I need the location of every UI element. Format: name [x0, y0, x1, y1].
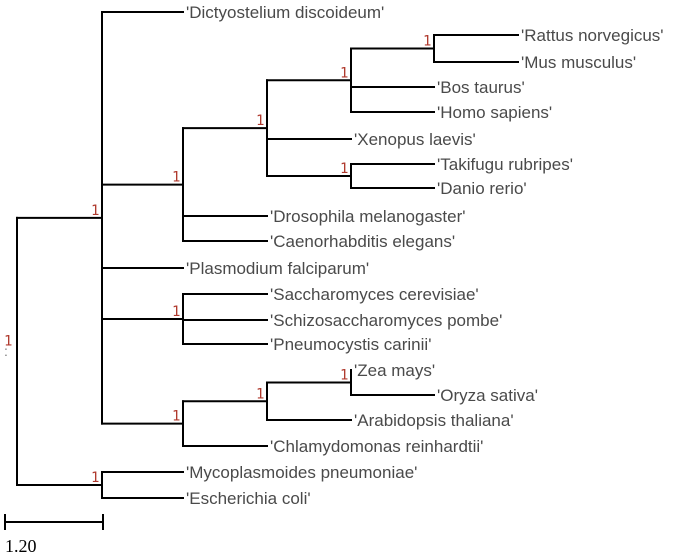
support-values: 1 1 1 1 1 1 1 1 1 1 1 1 — [4, 34, 431, 487]
leaf-label: 'Rattus norvegicus' — [521, 26, 664, 45]
support-value: 1 — [91, 470, 99, 486]
leaf-label: 'Zea mays' — [354, 361, 435, 380]
leaf-label: 'Mycoplasmoides pneumoniae' — [186, 463, 417, 482]
leaf-label: 'Caenorhabditis elegans' — [270, 232, 455, 251]
leaf-label: 'Bos taurus' — [437, 78, 525, 97]
leaf-label: 'Schizosaccharomyces pombe' — [270, 311, 502, 330]
support-value: 1 — [340, 368, 348, 384]
support-value: 1 — [340, 161, 348, 177]
scale-bar-label: 1.20 — [5, 536, 37, 556]
leaf-label: 'Oryza sativa' — [437, 386, 538, 405]
support-value: 1 — [172, 170, 180, 186]
leaf-label: 'Homo sapiens' — [437, 103, 552, 122]
leaf-label: 'Mus musculus' — [521, 53, 636, 72]
leaf-label: 'Danio rerio' — [437, 179, 527, 198]
support-value: 1 — [91, 203, 99, 219]
support-value: 1 — [4, 333, 12, 349]
leaf-label: 'Xenopus laevis' — [354, 130, 476, 149]
support-value: 1 — [423, 34, 431, 50]
leaf-labels: 'Dictyostelium discoideum' 'Rattus norveg… — [186, 3, 664, 508]
leaf-label: 'Saccharomyces cerevisiae' — [270, 285, 479, 304]
support-value: 1 — [172, 409, 180, 425]
support-value: 1 — [256, 113, 264, 129]
leaf-label: 'Chlamydomonas reinhardtii' — [270, 437, 483, 456]
support-value: 1 — [340, 65, 348, 81]
branches — [16, 11, 519, 499]
leaf-label: 'Takifugu rubripes' — [437, 155, 573, 174]
scale-bar: 1.20 — [4, 514, 104, 556]
leaf-label: 'Dictyostelium discoideum' — [186, 3, 384, 22]
leaf-label: 'Pneumocystis carinii' — [270, 335, 431, 354]
leaf-label: 'Arabidopsis thaliana' — [354, 411, 514, 430]
root-marker: : — [4, 343, 8, 359]
leaf-label: 'Escherichia coli' — [186, 489, 311, 508]
support-value: 1 — [172, 304, 180, 320]
leaf-label: 'Plasmodium falciparum' — [186, 259, 369, 278]
leaf-label: 'Drosophila melanogaster' — [270, 207, 465, 226]
support-value: 1 — [256, 386, 264, 402]
